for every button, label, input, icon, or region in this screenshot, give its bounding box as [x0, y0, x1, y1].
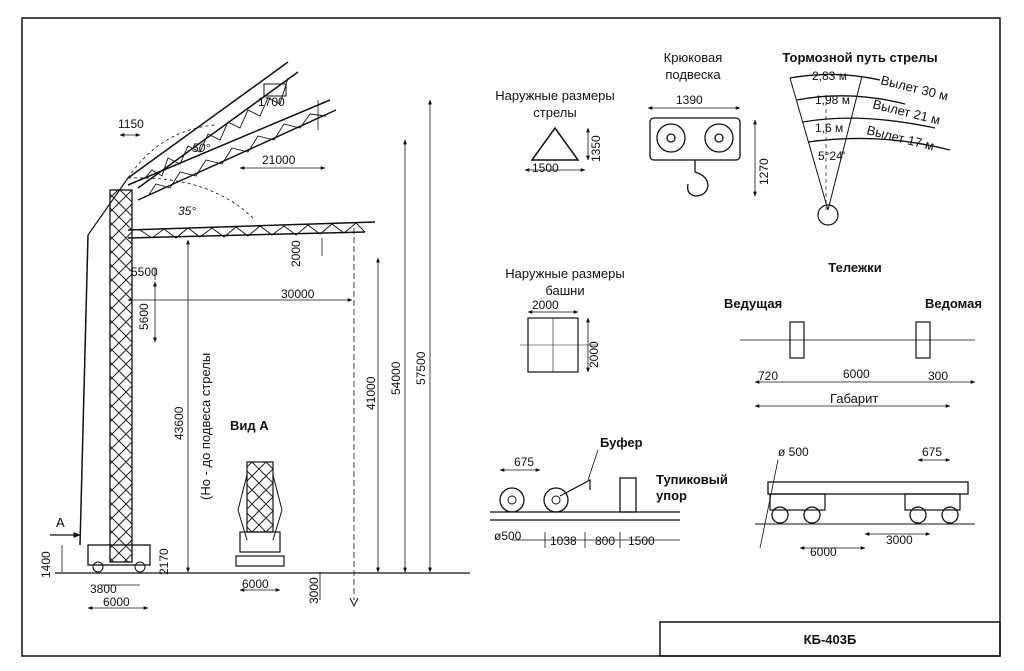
buffer-1500: 1500: [628, 534, 655, 548]
mast-strut: [79, 234, 89, 546]
buffer-800: 800: [595, 534, 615, 548]
boom-title-2: стрелы: [533, 105, 576, 120]
tower: [109, 189, 133, 563]
bogie-driven: Ведомая: [925, 296, 982, 311]
brake-path-block: Тормозной путь стрелы 2,83 м 1,98 м 1,6 …: [782, 50, 951, 226]
view-a-title: Вид А: [230, 418, 269, 433]
buffer-block: Буфер Тупиковый упор 675 ø500 1038 800 1…: [490, 435, 728, 548]
dim-1150: 1150: [118, 117, 144, 131]
dim-5500: 5500: [131, 265, 158, 279]
hook-block: Крюковая подвеска 1390 1270: [647, 50, 771, 197]
dim-3800: 3800: [90, 582, 117, 596]
dim-1700: 1700: [258, 95, 285, 109]
buffer-675: 675: [514, 455, 534, 469]
buffer-1038: 1038: [550, 534, 577, 548]
boom-title-1: Наружные размеры: [495, 88, 614, 103]
brake-dist-2: 1,6 м: [815, 121, 843, 135]
crane-main-view: [50, 61, 470, 610]
tower-title-2: башни: [545, 283, 584, 298]
view-a: [235, 461, 285, 592]
dim-41000: 41000: [364, 376, 378, 410]
track-500: ø 500: [778, 445, 809, 459]
tower-title-1: Наружные размеры: [505, 266, 624, 281]
bogie-gauge: Габарит: [830, 391, 878, 406]
brake-dist-1: 1,98 м: [815, 93, 850, 107]
brake-title: Тормозной путь стрелы: [782, 50, 937, 65]
luffing-jib-upper: [127, 61, 299, 189]
main-view-labels: 1150 1700 21000 2000 5500 5600 30000 436…: [39, 95, 428, 609]
dim-2000: 2000: [289, 240, 303, 267]
hook-width: 1390: [676, 93, 703, 107]
tower-base: [87, 544, 151, 566]
dim-57500: 57500: [414, 351, 428, 385]
sheet-frame: [21, 17, 1001, 657]
track-6000: 6000: [810, 545, 837, 559]
bogie-720: 720: [758, 369, 778, 383]
stop-label-1: Тупиковый: [656, 472, 728, 487]
vertical-note: (Но - до подвеса стрелы: [198, 353, 213, 500]
arrow-a-label: А: [56, 515, 65, 530]
angle-50: 50°: [192, 141, 210, 155]
boom-height: 1350: [589, 135, 603, 162]
view-a-width: 6000: [242, 577, 269, 591]
buffer-500: ø500: [494, 529, 522, 543]
bogie-6000: 6000: [843, 367, 870, 381]
hook-title-1: Крюковая: [664, 50, 723, 65]
tower-size-block: Наружные размеры башни 2000 2000: [505, 266, 625, 373]
track-block: ø 500 675 3000 6000: [755, 445, 975, 559]
dim-3000: 3000: [307, 577, 321, 604]
track-3000: 3000: [886, 533, 913, 547]
brake-reach-0: Вылет 30 м: [879, 72, 950, 103]
title-code: КБ-403Б: [804, 632, 857, 647]
buffer-label: Буфер: [600, 435, 643, 450]
tower-height: 2000: [587, 341, 601, 368]
brake-angle: 5°24': [818, 149, 845, 163]
hook-height: 1270: [757, 158, 771, 185]
bogie-driving: Ведущая: [724, 296, 782, 311]
dim-30000: 30000: [281, 287, 315, 301]
boom-size-block: Наружные размеры стрелы 1500 1350: [495, 88, 614, 175]
wheel: [92, 561, 104, 573]
dim-43600: 43600: [172, 406, 186, 440]
dim-6000: 6000: [103, 595, 130, 609]
luffing-jib-lower: [127, 99, 337, 201]
bogies-block: Тележки Ведущая Ведомая 720 6000 300 Габ…: [724, 260, 982, 408]
dim-21000: 21000: [262, 153, 296, 167]
tower-width: 2000: [532, 298, 559, 312]
brake-dist-0: 2,83 м: [812, 69, 847, 83]
horizontal-jib: [127, 221, 376, 239]
dim-1400: 1400: [39, 551, 53, 578]
bogie-300: 300: [928, 369, 948, 383]
dim-5600: 5600: [137, 303, 151, 330]
wheel: [134, 561, 146, 573]
boom-width: 1500: [532, 161, 559, 175]
angle-35: 35°: [178, 204, 196, 218]
track-675: 675: [922, 445, 942, 459]
dim-54000: 54000: [389, 361, 403, 395]
bogies-title: Тележки: [828, 260, 881, 275]
stop-label-2: упор: [656, 488, 687, 503]
dim-2170: 2170: [157, 548, 171, 575]
title-block: КБ-403Б: [659, 621, 1001, 657]
brake-reach-2: Вылет 17 м: [865, 122, 936, 153]
hook-title-2: подвеска: [665, 67, 721, 82]
